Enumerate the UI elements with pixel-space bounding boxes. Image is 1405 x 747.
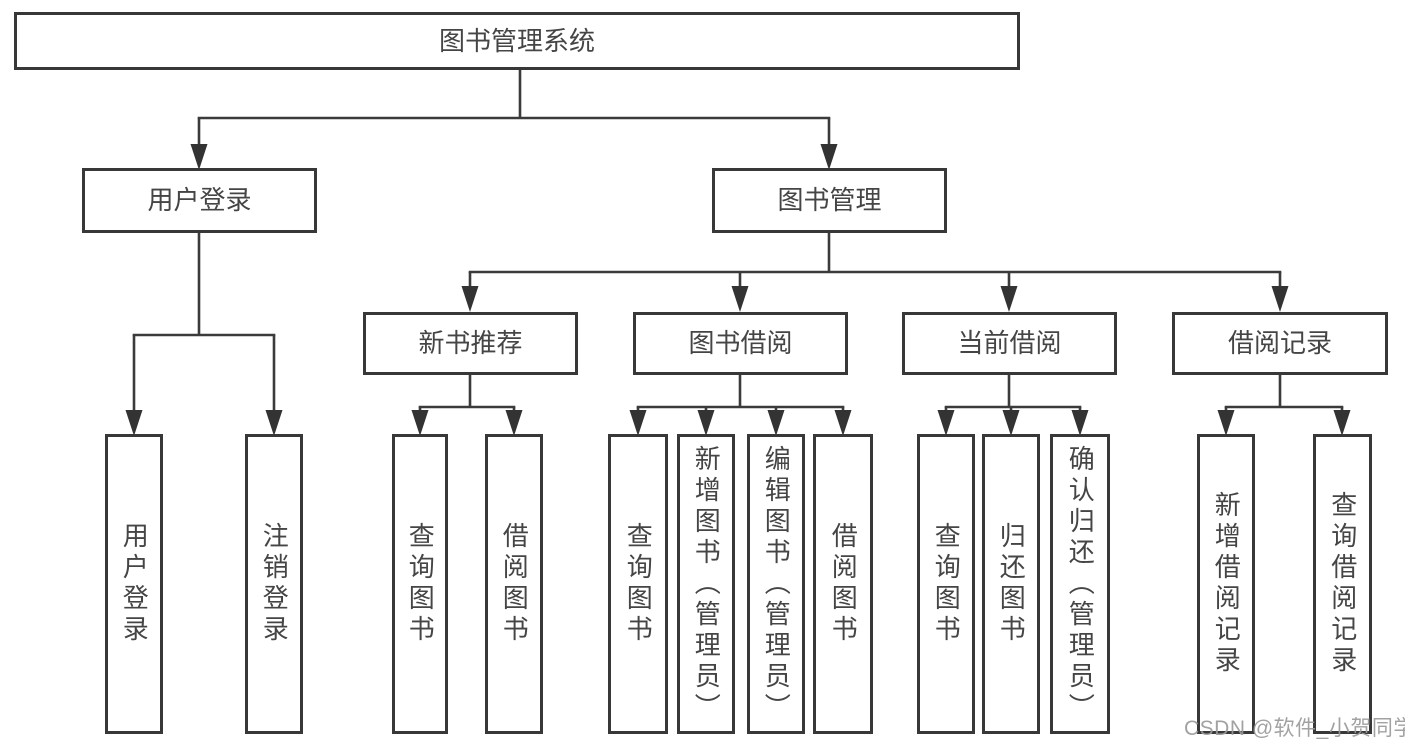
node-book-borrow: 图书借阅 bbox=[633, 312, 848, 375]
csdn-watermark: CSDN @软件_小贺同学 bbox=[1184, 717, 1405, 740]
node-leaf-query-books-current: 查询图书 bbox=[917, 434, 975, 734]
node-leaf-borrow-books-recommend: 借阅图书 bbox=[485, 434, 543, 734]
node-leaf-borrow-books: 借阅图书 bbox=[813, 434, 873, 734]
node-borrow-records: 借阅记录 bbox=[1172, 312, 1388, 375]
node-new-book-recommend: 新书推荐 bbox=[363, 312, 578, 375]
node-current-borrow: 当前借阅 bbox=[902, 312, 1117, 375]
connector-current-borrow-to-leaves bbox=[937, 375, 1089, 436]
node-leaf-add-borrow-record: 新增借阅记录 bbox=[1197, 434, 1255, 734]
node-leaf-confirm-return-admin: 确认归还（管理员） bbox=[1050, 434, 1110, 734]
connector-borrow-records-to-leaves bbox=[1217, 375, 1351, 436]
connector-new-book-recommend-to-leaves bbox=[411, 375, 523, 436]
node-leaf-add-book-admin: 新增图书（管理员） bbox=[677, 434, 735, 734]
node-book-management: 图书管理 bbox=[712, 168, 947, 233]
node-library-management-system: 图书管理系统 bbox=[14, 12, 1020, 70]
node-leaf-query-borrow-record: 查询借阅记录 bbox=[1313, 434, 1372, 734]
node-leaf-edit-book-admin: 编辑图书（管理员） bbox=[747, 434, 805, 734]
node-leaf-user-login: 用户登录 bbox=[105, 434, 163, 734]
node-leaf-logout: 注销登录 bbox=[245, 434, 303, 734]
connector-book-management-to-modules bbox=[461, 233, 1289, 312]
node-leaf-return-book: 归还图书 bbox=[982, 434, 1040, 734]
node-user-login: 用户登录 bbox=[82, 168, 317, 233]
node-leaf-query-books-recommend: 查询图书 bbox=[392, 434, 448, 734]
node-leaf-query-books-borrow: 查询图书 bbox=[608, 434, 668, 734]
connector-root-to-branches bbox=[190, 70, 838, 170]
connector-book-borrow-to-leaves bbox=[629, 375, 852, 436]
connector-user-login-to-leaves bbox=[125, 233, 283, 436]
